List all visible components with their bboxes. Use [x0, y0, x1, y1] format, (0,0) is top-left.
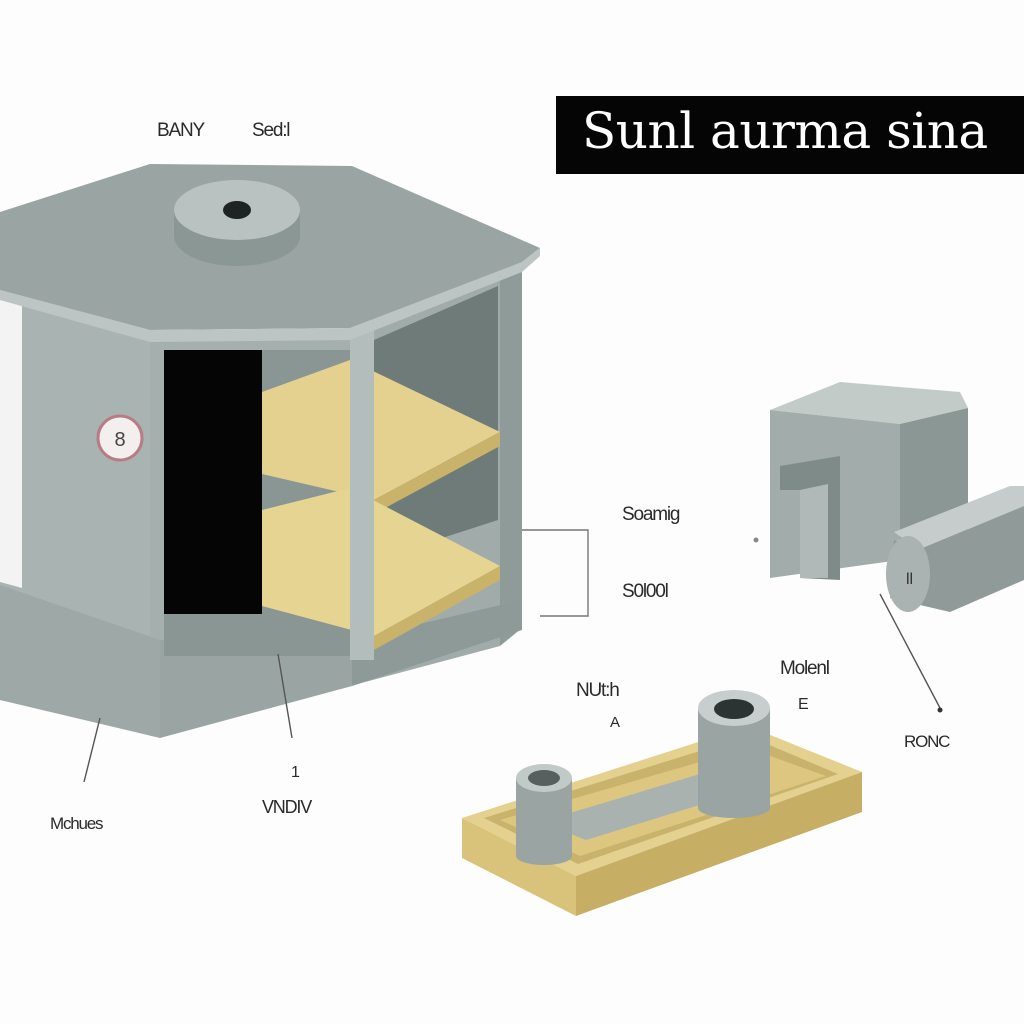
leader-line-bottom-left [83, 717, 101, 783]
cabinet-base-center [160, 640, 352, 738]
label-top-left-b: Sed:l [252, 120, 291, 141]
label-bottom-mid-b-sub: E [798, 696, 809, 713]
device-bar-top [894, 486, 1024, 550]
tray-slot [540, 774, 748, 840]
leader-dot-left [753, 537, 759, 543]
gauge-glyph: 8 [114, 429, 125, 451]
device-bar-cap [886, 536, 930, 612]
shelf-lower-edge [374, 566, 500, 650]
page-title: Sunl aurma sina [582, 102, 988, 160]
label-top-left-a: BANY [157, 120, 205, 141]
roof-hole [223, 201, 251, 219]
label-bottom-mid-b: Molenl [780, 658, 830, 679]
label-mid-right-a: Soamig [622, 504, 680, 525]
small-cylinder-hole [528, 770, 560, 786]
shelf-lower [262, 488, 500, 636]
device-bar-mark: ll [906, 571, 913, 588]
label-bottom-center-sub: 1 [291, 764, 300, 781]
cabinet-door [164, 350, 262, 614]
label-bottom-mid-a-sub: A [610, 714, 620, 731]
wood-tray [462, 690, 862, 916]
device-block-top [770, 382, 968, 424]
label-bottom-left: Mchues [50, 814, 104, 833]
leader-line-bottom-center [277, 653, 293, 739]
leader-dot-device [937, 707, 943, 713]
label-mid-right-b: S0l00l [622, 581, 669, 602]
cabinet-bracket-line [522, 529, 589, 617]
gauge-icon [96, 414, 144, 462]
cabinet-right-face [500, 262, 522, 646]
tray-front [462, 818, 576, 916]
shelf-upper [262, 360, 500, 500]
title-banner: Sunl aurma sina [556, 96, 1024, 174]
tray-side [576, 772, 862, 916]
leader-line-device [879, 593, 941, 709]
label-bottom-right: RONC [904, 732, 950, 751]
shelf-upper-edge [374, 432, 500, 514]
cabinet-base [0, 585, 160, 738]
cabinet-post [350, 330, 374, 660]
device-clamp-face [800, 484, 828, 578]
cabinet: 8 [0, 164, 589, 783]
label-bottom-center: VNDIV [262, 797, 312, 817]
label-bottom-mid-a: NUt:h [576, 680, 620, 701]
bracket-device: ll [753, 382, 1024, 713]
tall-cylinder-bottom [698, 798, 770, 818]
cabinet-left-panel [0, 300, 22, 588]
small-cylinder-bottom [516, 847, 572, 865]
cabinet-base-right [352, 600, 522, 686]
tall-cylinder-hole [714, 699, 754, 719]
